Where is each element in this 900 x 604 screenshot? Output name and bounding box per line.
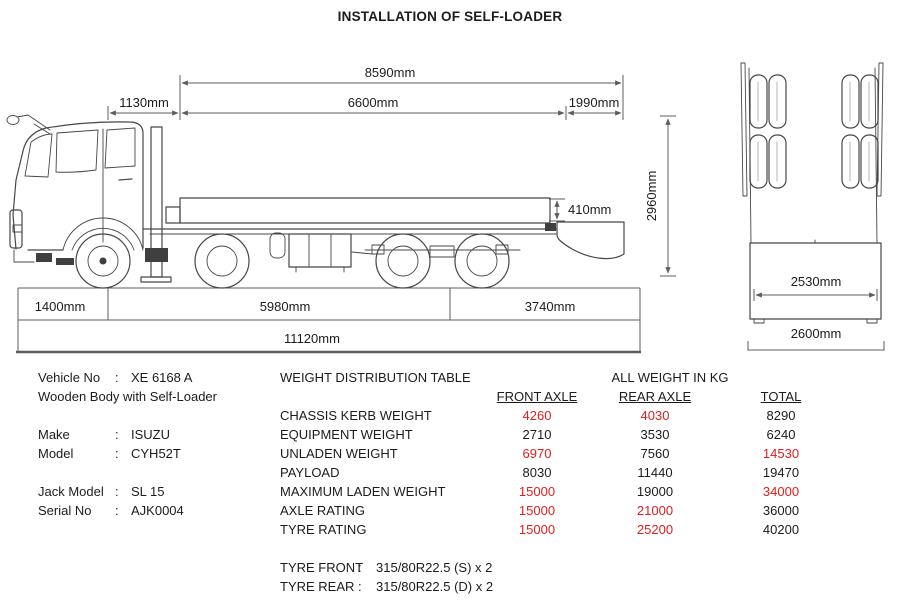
front-axle-value: 15000 xyxy=(518,522,556,537)
serial-no-row: Serial No : AJK0004 xyxy=(38,503,184,518)
serial-no-label: Serial No xyxy=(38,503,92,518)
row-label: CHASSIS KERB WEIGHT xyxy=(280,408,432,423)
rear-tyres xyxy=(749,74,879,189)
vehicle-no-value: XE 6168 A xyxy=(131,370,193,385)
rear-axle-value: 3530 xyxy=(640,427,670,442)
serial-no-value: AJK0004 xyxy=(131,503,184,518)
truck-rear-view-drawing xyxy=(740,62,884,324)
model-label: Model xyxy=(38,446,74,461)
total-value: 14530 xyxy=(762,446,800,461)
tyre-rear-value: 315/80R22.5 (D) x 2 xyxy=(376,579,494,594)
vehicle-no-label: Vehicle No xyxy=(38,370,101,385)
separator: : xyxy=(115,446,119,461)
page-title: INSTALLATION OF SELF-LOADER xyxy=(337,9,563,24)
dim-front-overhang-label: 1400mm xyxy=(35,299,86,314)
dim-overall-height-label: 2960mm xyxy=(644,171,659,222)
rear-axle-value: 21000 xyxy=(636,503,674,518)
front-axle-value: 15000 xyxy=(518,503,556,518)
self-loader-jack xyxy=(140,126,172,283)
wheels xyxy=(75,233,510,289)
rear-body xyxy=(749,239,882,324)
make-row: Make : ISUZU xyxy=(38,427,170,442)
row-label: AXLE RATING xyxy=(280,503,366,518)
model-row: Model : CYH52T xyxy=(38,446,181,461)
row-label: PAYLOAD xyxy=(280,465,340,480)
row-label: EQUIPMENT WEIGHT xyxy=(280,427,413,442)
separator: : xyxy=(115,427,119,442)
side-view-dimensions: 8590mm 1130mm 6600mm 1990mm 2960mm 410mm… xyxy=(16,65,676,354)
weight-table-title: WEIGHT DISTRIBUTION TABLE xyxy=(280,370,471,385)
rear-suspension xyxy=(351,244,521,258)
truck-cab xyxy=(6,114,144,265)
dim-rear-inner-width-label: 2530mm xyxy=(791,274,842,289)
fuel-tank xyxy=(269,232,352,273)
flatbed-body xyxy=(142,197,558,235)
total-value: 34000 xyxy=(762,484,800,499)
front-axle-value: 6970 xyxy=(522,446,552,461)
dim-dropside-height-label: 410mm xyxy=(568,202,611,217)
tyre-front-value: 315/80R22.5 (S) x 2 xyxy=(376,560,493,575)
col-header-front-axle: FRONT AXLE xyxy=(496,389,578,404)
dim-tail-overhang-label: 1990mm xyxy=(569,95,620,110)
make-label: Make xyxy=(38,427,70,442)
total-value: 40200 xyxy=(762,522,800,537)
separator: : xyxy=(115,503,119,518)
tyre-front-label: TYRE FRONT xyxy=(280,560,364,575)
total-value: 6240 xyxy=(766,427,796,442)
rear-axle-value: 7560 xyxy=(640,446,670,461)
dim-overall-length-label: 11120mm xyxy=(284,331,340,346)
jack-model-value: SL 15 xyxy=(131,484,165,499)
separator: : xyxy=(358,579,362,594)
separator: : xyxy=(115,484,119,499)
body-description: Wooden Body with Self-Loader xyxy=(38,389,217,404)
jack-model-row: Jack Model : SL 15 xyxy=(38,484,165,499)
tyre-front-row: TYRE FRONT : 315/80R22.5 (S) x 2 xyxy=(280,560,492,575)
row-label: UNLADEN WEIGHT xyxy=(280,446,398,461)
dim-rear-overhang-label: 3740mm xyxy=(525,299,576,314)
body-description-row: Wooden Body with Self-Loader xyxy=(38,389,217,404)
rear-axle-value: 11440 xyxy=(637,465,673,480)
front-axle-value: 8030 xyxy=(522,465,552,480)
truck-side-view-drawing xyxy=(6,114,625,289)
front-axle-value: 2710 xyxy=(522,427,552,442)
front-axle-value: 4260 xyxy=(522,408,552,423)
tyre-rear-label: TYRE REAR xyxy=(280,579,355,594)
total-value: 19470 xyxy=(762,465,800,480)
front-axle-value: 15000 xyxy=(518,484,556,499)
jack-model-label: Jack Model xyxy=(38,484,104,499)
separator: : xyxy=(358,560,362,575)
vehicle-no-row: Vehicle No : XE 6168 A xyxy=(38,370,192,385)
self-loader-ramp xyxy=(545,221,625,260)
col-header-rear-axle: REAR AXLE xyxy=(618,389,692,404)
model-value: CYH52T xyxy=(131,446,181,461)
dim-body-overall-label: 8590mm xyxy=(365,65,416,80)
rear-view-dimensions: 2530mm 2600mm xyxy=(747,274,885,351)
rear-axle-value: 4030 xyxy=(640,408,670,423)
total-value: 36000 xyxy=(762,503,800,518)
separator: : xyxy=(115,370,119,385)
make-value: ISUZU xyxy=(131,427,170,442)
tyre-rear-row: TYRE REAR : 315/80R22.5 (D) x 2 xyxy=(280,579,493,594)
rear-axle-value: 25200 xyxy=(636,522,674,537)
col-header-total: TOTAL xyxy=(760,389,802,404)
row-label: TYRE RATING xyxy=(280,522,367,537)
rear-frame-rails xyxy=(740,62,884,244)
dim-overall-width-label: 2600mm xyxy=(791,326,842,341)
total-value: 8290 xyxy=(766,408,796,423)
installation-diagram: 8590mm 1130mm 6600mm 1990mm 2960mm 410mm… xyxy=(6,62,885,354)
dim-cab-gap-label: 1130mm xyxy=(119,95,169,110)
dim-body-length-label: 6600mm xyxy=(348,95,399,110)
row-label: MAXIMUM LADEN WEIGHT xyxy=(280,484,446,499)
rear-axle-value: 19000 xyxy=(636,484,674,499)
dim-wheelbase-label: 5980mm xyxy=(260,299,311,314)
unit-note: ALL WEIGHT IN KG xyxy=(611,370,729,385)
